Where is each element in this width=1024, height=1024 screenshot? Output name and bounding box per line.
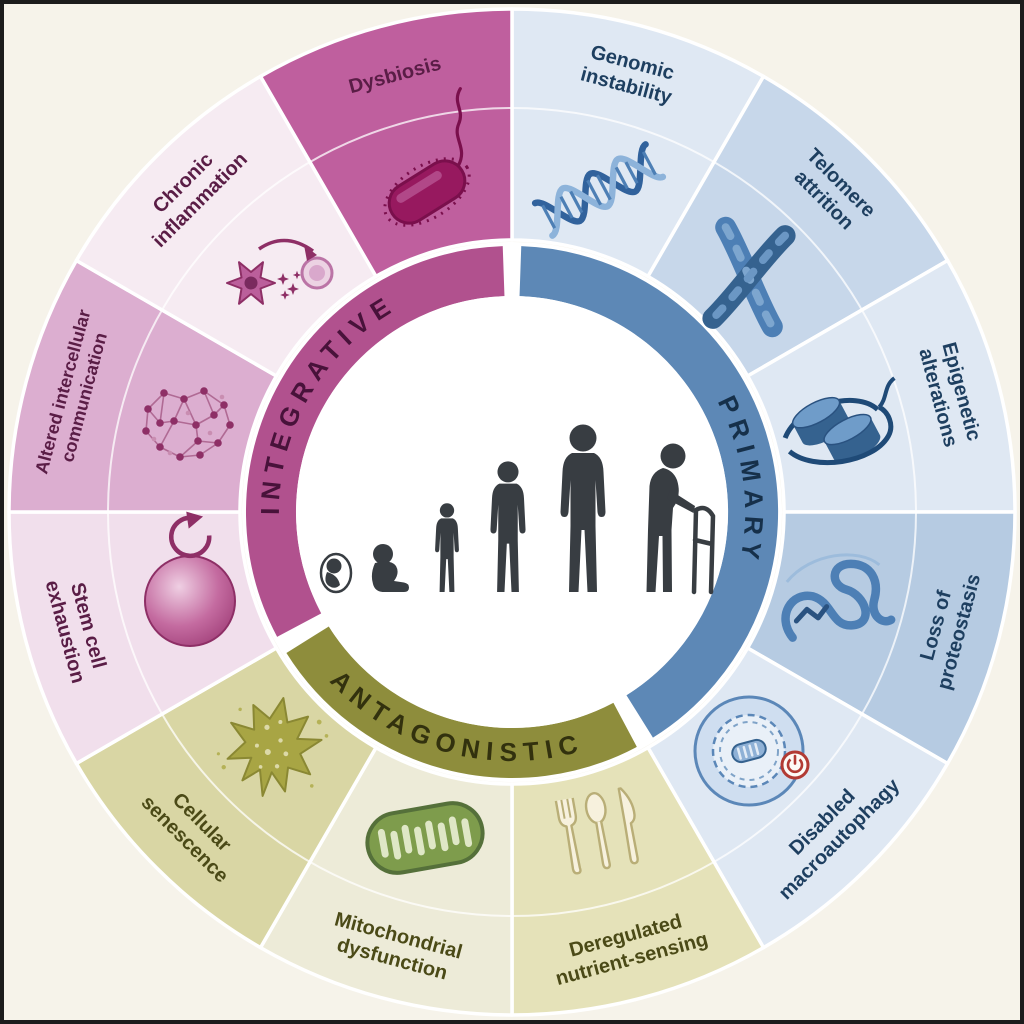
walker-icon xyxy=(691,505,716,595)
band-separator-arc xyxy=(107,107,917,917)
misfolded-protein-icon xyxy=(781,553,896,642)
senescent-leaf-icon xyxy=(216,697,329,797)
chromosome-icon xyxy=(702,216,796,338)
inflammatory-cells-icon xyxy=(226,238,334,305)
autophagosome-power-off-icon xyxy=(693,695,810,807)
mitochondrion-icon xyxy=(365,801,485,875)
older-adult-silhouette xyxy=(646,443,716,595)
ring-arc-antagonistic xyxy=(286,626,637,778)
nucleosome-icon xyxy=(782,376,896,465)
bacterium-icon xyxy=(383,87,471,227)
stem-cell-renewal-arrow-icon xyxy=(144,511,236,647)
cell-network-icon xyxy=(142,387,234,461)
cutlery-icon xyxy=(554,787,639,875)
signal-arrow-icon xyxy=(258,238,315,253)
dna-double-helix-icon xyxy=(531,141,667,239)
power-off-icon xyxy=(780,750,810,780)
sparkle-icons xyxy=(277,270,302,300)
fetus-silhouette xyxy=(319,552,353,594)
infant-silhouette xyxy=(371,544,409,592)
ring-arc-integrative xyxy=(246,246,505,637)
ring-arc-primary xyxy=(519,246,779,738)
lifespan-silhouettes xyxy=(319,424,716,595)
flagellum xyxy=(455,87,464,167)
